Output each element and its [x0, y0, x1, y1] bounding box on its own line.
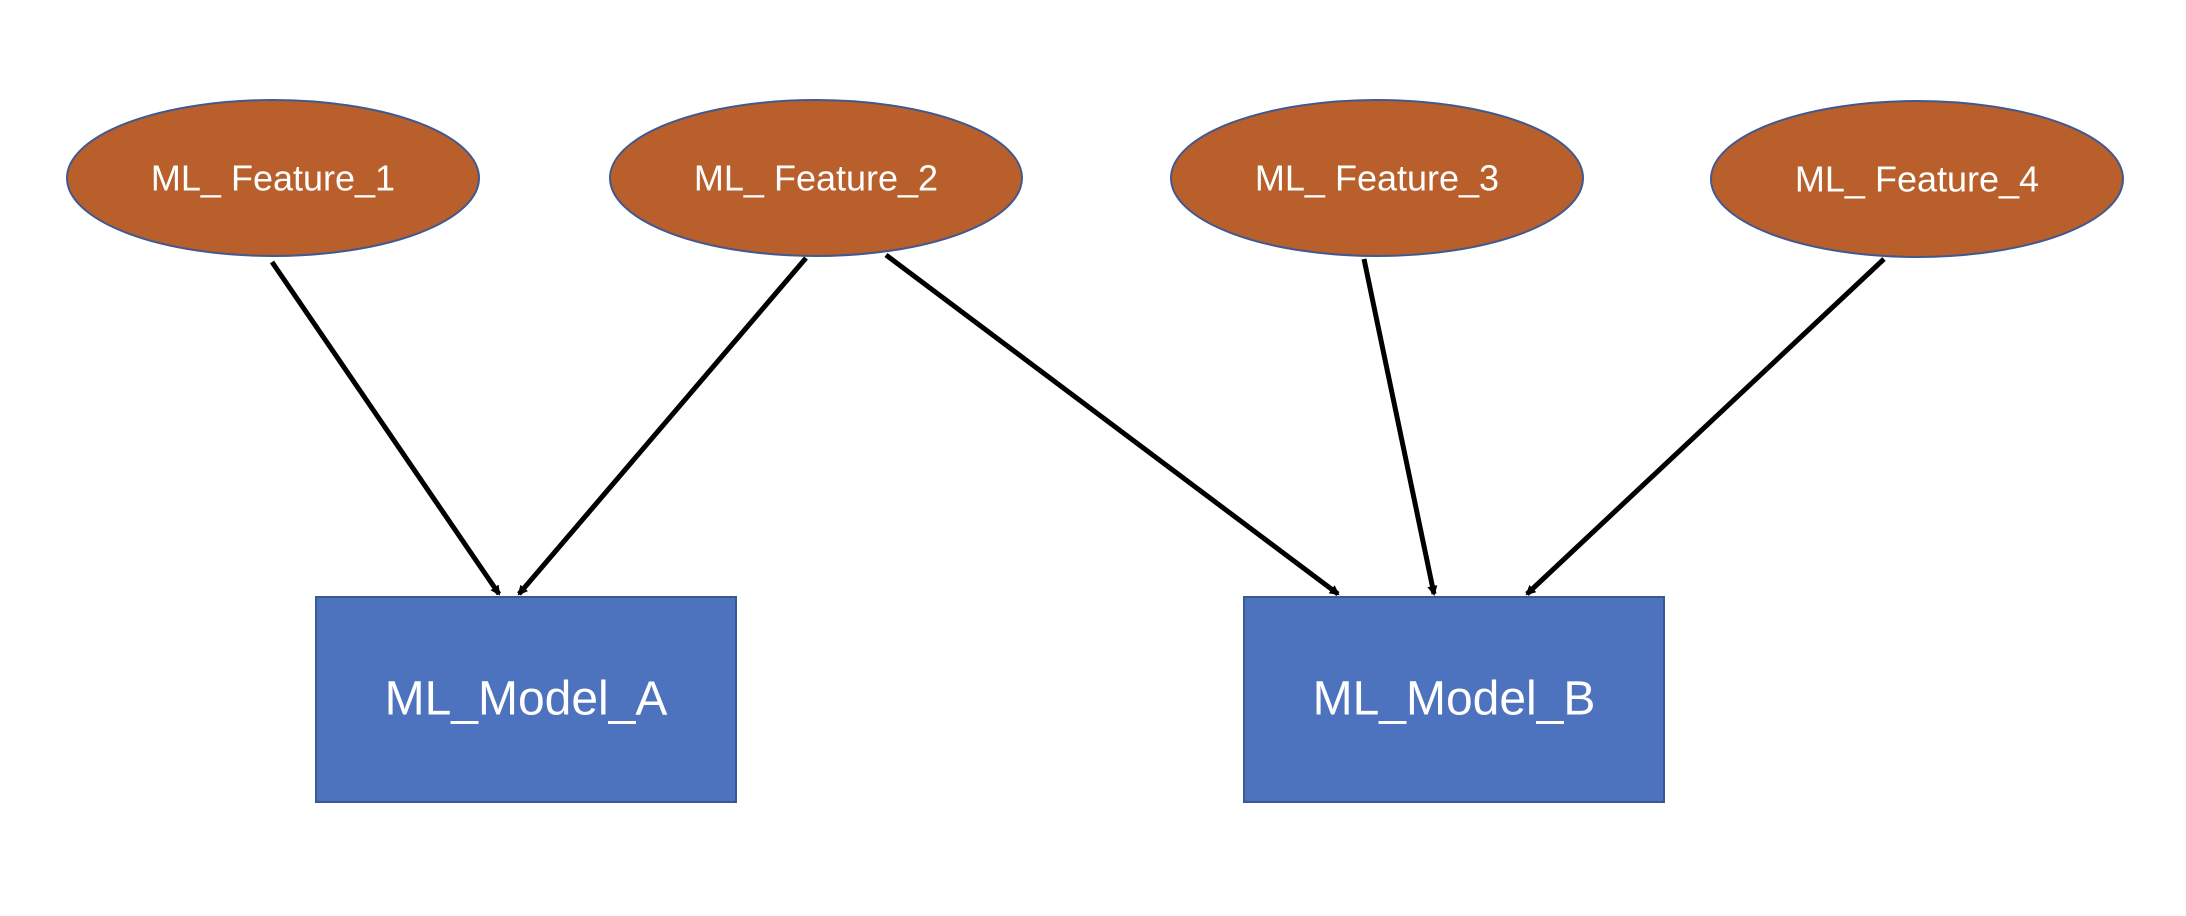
feature-label: ML_ Feature_2 — [694, 158, 938, 199]
edge-arrow-f2-to-mB — [884, 253, 1340, 596]
feature-label: ML_ Feature_1 — [151, 158, 395, 199]
edge-arrow-f2-to-mA — [517, 256, 808, 596]
feature-ellipse — [66, 99, 480, 257]
edge-arrow-f1-to-mA — [269, 260, 502, 596]
model-box — [315, 596, 737, 803]
feature-ellipse — [1170, 99, 1584, 257]
model-box — [1243, 596, 1665, 803]
model-node-a[interactable]: ML_Model_A — [315, 596, 737, 803]
feature-label: ML_ Feature_4 — [1795, 159, 2039, 200]
feature-node-4[interactable]: ML_ Feature_4 — [1710, 100, 2124, 258]
model-node-b[interactable]: ML_Model_B — [1243, 596, 1665, 803]
feature-ellipse — [1710, 100, 2124, 258]
feature-label: ML_ Feature_3 — [1255, 158, 1499, 199]
feature-node-2[interactable]: ML_ Feature_2 — [609, 99, 1023, 257]
feature-ellipse — [609, 99, 1023, 257]
edges-layer — [269, 253, 1886, 596]
model-label: ML_Model_A — [385, 673, 668, 726]
edge-arrow-f3-to-mB — [1361, 258, 1438, 596]
feature-node-1[interactable]: ML_ Feature_1 — [66, 99, 480, 257]
feature-node-3[interactable]: ML_ Feature_3 — [1170, 99, 1584, 257]
edge-arrow-f4-to-mB — [1525, 257, 1886, 596]
model-label: ML_Model_B — [1313, 673, 1596, 726]
